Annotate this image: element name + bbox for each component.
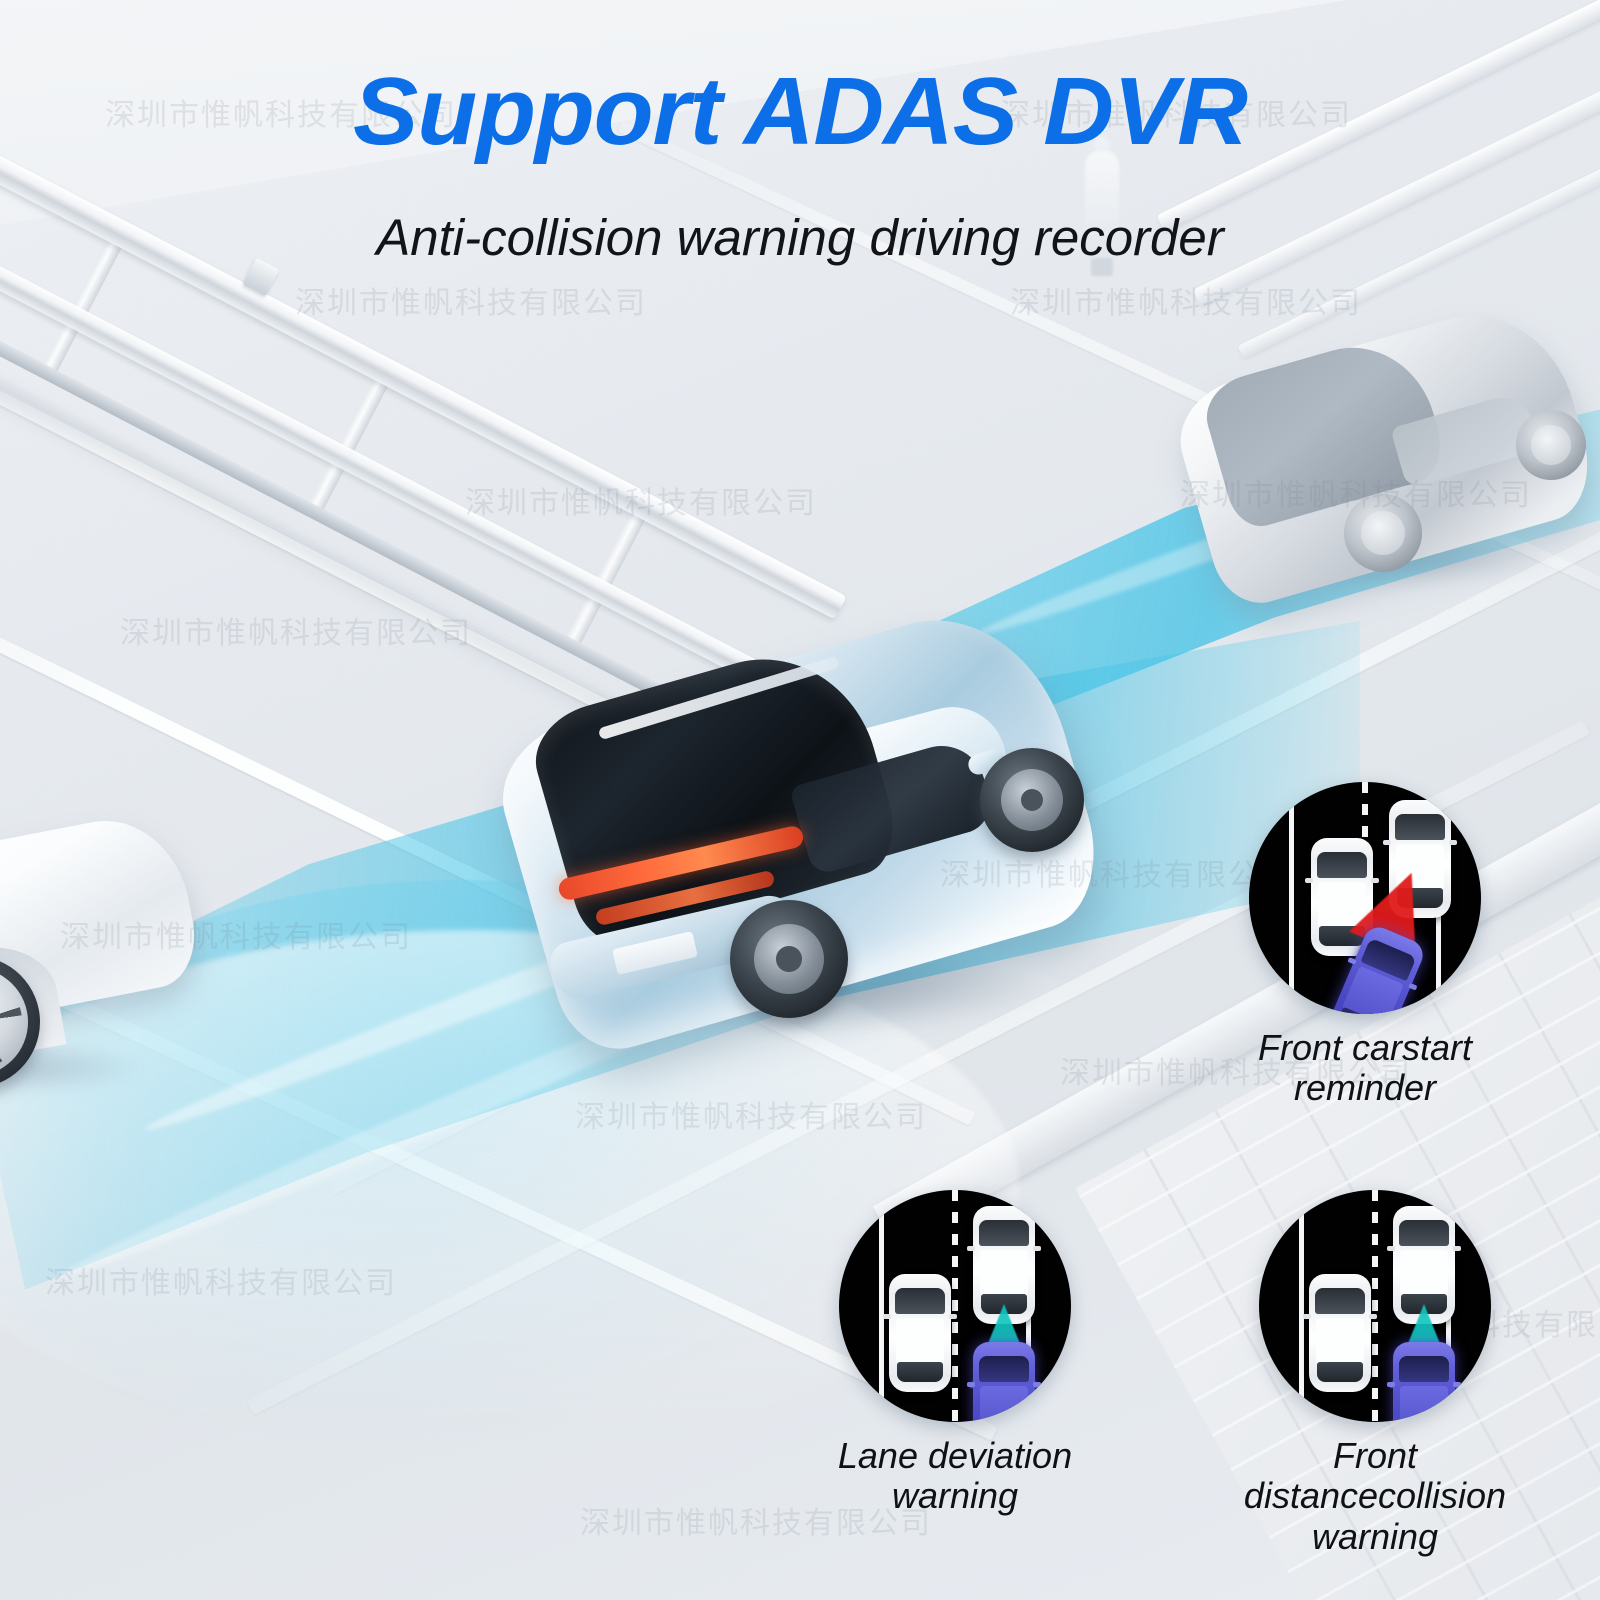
vehicle-mirror: [1387, 1246, 1395, 1251]
vehicle-mirror: [949, 1314, 957, 1319]
vehicle-windshield: [979, 1220, 1029, 1246]
vehicle-roof: [1318, 882, 1366, 928]
vehicle-rear-window: [1319, 926, 1365, 946]
ego-vehicle-wheel: [980, 748, 1084, 852]
page-subtitle: Anti-collision warning driving recorder: [376, 209, 1224, 266]
vehicle-mirror: [1383, 840, 1391, 845]
vehicle-rear-window: [1317, 1362, 1363, 1382]
other-vehicle-left: [1303, 1274, 1377, 1392]
front-vehicle: [1383, 800, 1457, 918]
vehicle-roof: [896, 1318, 944, 1364]
vehicle-mirror: [1033, 1382, 1041, 1387]
vehicle-windshield: [1395, 814, 1445, 840]
vehicle-rear-window: [897, 1362, 943, 1382]
vehicle-mirror: [1449, 840, 1457, 845]
vehicle-roof: [980, 1386, 1028, 1422]
ego-vehicle-icon: [967, 1342, 1041, 1422]
vehicle-mirror: [1305, 878, 1313, 883]
lane-line-solid-left: [1299, 1190, 1304, 1422]
vehicle-mirror: [1033, 1246, 1041, 1251]
ego-vehicle-icon: [1387, 1342, 1461, 1422]
lead-vehicle: [1166, 292, 1600, 614]
vehicle-mirror: [1371, 878, 1379, 883]
lead-vehicle-wheel: [1516, 410, 1586, 480]
vehicle-mirror: [1303, 1314, 1311, 1319]
vehicle-windshield: [1399, 1220, 1449, 1246]
vehicle-rear-window: [1397, 888, 1443, 908]
vehicle-windshield: [895, 1288, 945, 1314]
feature-front-car-start-reminder[interactable]: Front carstart reminder: [1200, 782, 1530, 1109]
beam-arc: [0, 930, 1020, 1450]
vehicle-roof: [1400, 1386, 1448, 1422]
vehicle-windshield: [1399, 1356, 1449, 1382]
lane-line-dashed-center: [1372, 1190, 1378, 1422]
other-vehicle-left: [883, 1274, 957, 1392]
lane-line-dashed-center: [952, 1190, 958, 1422]
vehicle-mirror: [967, 1246, 975, 1251]
front-vehicle: [967, 1206, 1041, 1324]
vehicle-roof: [1400, 1250, 1448, 1296]
vehicle-mirror: [1347, 957, 1357, 965]
vehicle-roof: [980, 1250, 1028, 1296]
feature-label: Front distancecollision warning: [1243, 1435, 1507, 1557]
wheel-hub: [753, 923, 825, 995]
vehicle-mirror: [1387, 1382, 1395, 1387]
left-vehicle: [0, 806, 220, 1094]
vehicle-mirror: [883, 1314, 891, 1319]
ego-vehicle-wheel: [730, 900, 848, 1018]
wheel-hub: [1531, 425, 1571, 465]
lead-vehicle-wheel: [1344, 494, 1422, 572]
wheel-hub: [1000, 768, 1064, 832]
feature-label: Front carstart reminder: [1257, 1027, 1473, 1109]
vehicle-mirror: [1408, 982, 1418, 991]
front-car-start-reminder-icon: [1249, 782, 1481, 1014]
feature-lane-deviation-warning[interactable]: Lane deviation warning: [790, 1190, 1120, 1517]
vehicle-roof: [1396, 844, 1444, 890]
page-title: Support ADAS DVR: [353, 58, 1248, 165]
vehicle-roof: [1316, 1318, 1364, 1364]
lane-deviation-warning-icon: [839, 1190, 1071, 1422]
vehicle-mirror: [967, 1382, 975, 1387]
ego-vehicle: [485, 591, 1118, 1063]
feature-label: Lane deviation warning: [837, 1435, 1073, 1517]
vehicle-windshield: [1315, 1288, 1365, 1314]
wheel-hub: [1361, 511, 1405, 555]
feature-front-distance-collision-warning[interactable]: Front distancecollision warning: [1210, 1190, 1540, 1557]
vehicle-windshield: [1317, 852, 1367, 878]
other-vehicle-left: [1305, 838, 1379, 956]
lane-line-solid-left: [1289, 782, 1294, 1014]
lane-line-solid-left: [879, 1190, 884, 1422]
vehicle-mirror: [1369, 1314, 1377, 1319]
front-distance-collision-warning-icon: [1259, 1190, 1491, 1422]
pedestrian-silhouette-icon: [1085, 136, 1119, 276]
vehicle-mirror: [1453, 1382, 1461, 1387]
vehicle-mirror: [1453, 1246, 1461, 1251]
vehicle-windshield: [979, 1356, 1029, 1382]
